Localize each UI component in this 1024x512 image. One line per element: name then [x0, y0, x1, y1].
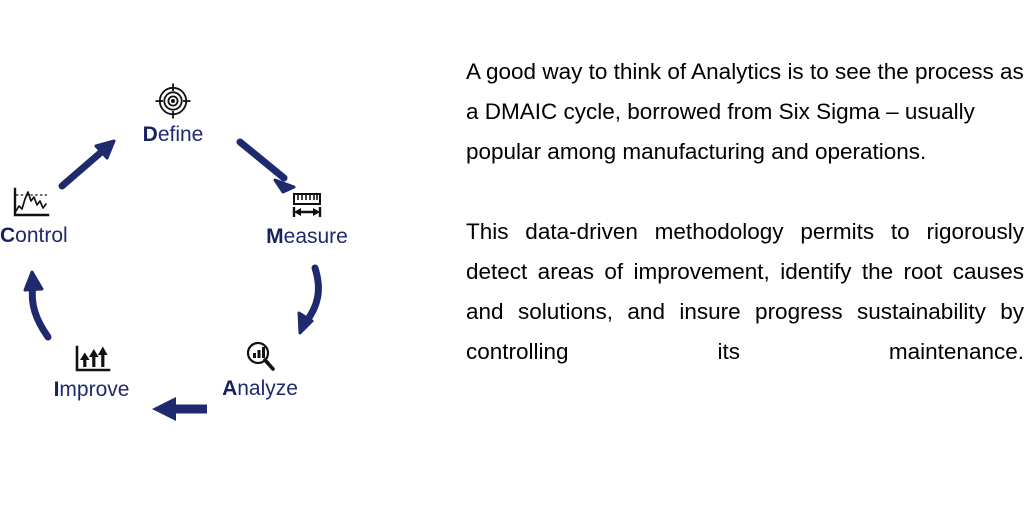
control-lead-letter: C [0, 224, 16, 247]
cycle-node-analyze[interactable]: Analyze [205, 340, 315, 401]
analyze-rest-letters: nalyze [237, 377, 298, 400]
control-chart-icon [10, 187, 52, 221]
define-lead-letter: D [142, 123, 158, 146]
cycle-node-label-measure: Measure [266, 225, 348, 249]
cycle-node-label-control: Control [0, 224, 68, 248]
arrow-analyze-to-improve [152, 397, 207, 421]
arrow-define-to-measure [236, 138, 296, 194]
control-rest-letters: ontrol [15, 224, 68, 247]
improve-rest-letters: mprove [59, 378, 130, 401]
measure-lead-letter: M [266, 225, 284, 248]
cycle-node-define[interactable]: Define [118, 82, 228, 147]
cycle-node-improve[interactable]: Improve [35, 345, 148, 402]
rising-arrows-chart-icon [72, 345, 112, 375]
improve-lead-letter: I [53, 378, 60, 401]
ruler-icon [290, 192, 324, 222]
arrow-control-to-define [58, 139, 116, 190]
cycle-node-measure[interactable]: Measure [248, 192, 366, 249]
define-rest-letters: efine [157, 123, 204, 146]
arrow-improve-to-control [23, 270, 52, 341]
target-icon [154, 82, 192, 120]
cycle-node-label-improve: Improve [54, 378, 130, 402]
arrow-measure-to-analyze [297, 264, 322, 335]
cycle-arrows [23, 138, 322, 421]
description-text-column: A good way to think of Analytics is to s… [466, 52, 1024, 412]
dmaic-cycle-diagram: Define [0, 0, 440, 512]
paragraph-methodology: This data-driven methodology permits to … [466, 219, 1024, 364]
magnifier-bar-chart-icon [243, 340, 277, 374]
cycle-node-control[interactable]: Control [0, 187, 80, 248]
cycle-node-label-define: Define [143, 123, 204, 147]
paragraph-intro: A good way to think of Analytics is to s… [466, 59, 1024, 164]
analyze-lead-letter: A [222, 377, 238, 400]
measure-rest-letters: easure [283, 225, 348, 248]
cycle-node-label-analyze: Analyze [222, 377, 298, 401]
